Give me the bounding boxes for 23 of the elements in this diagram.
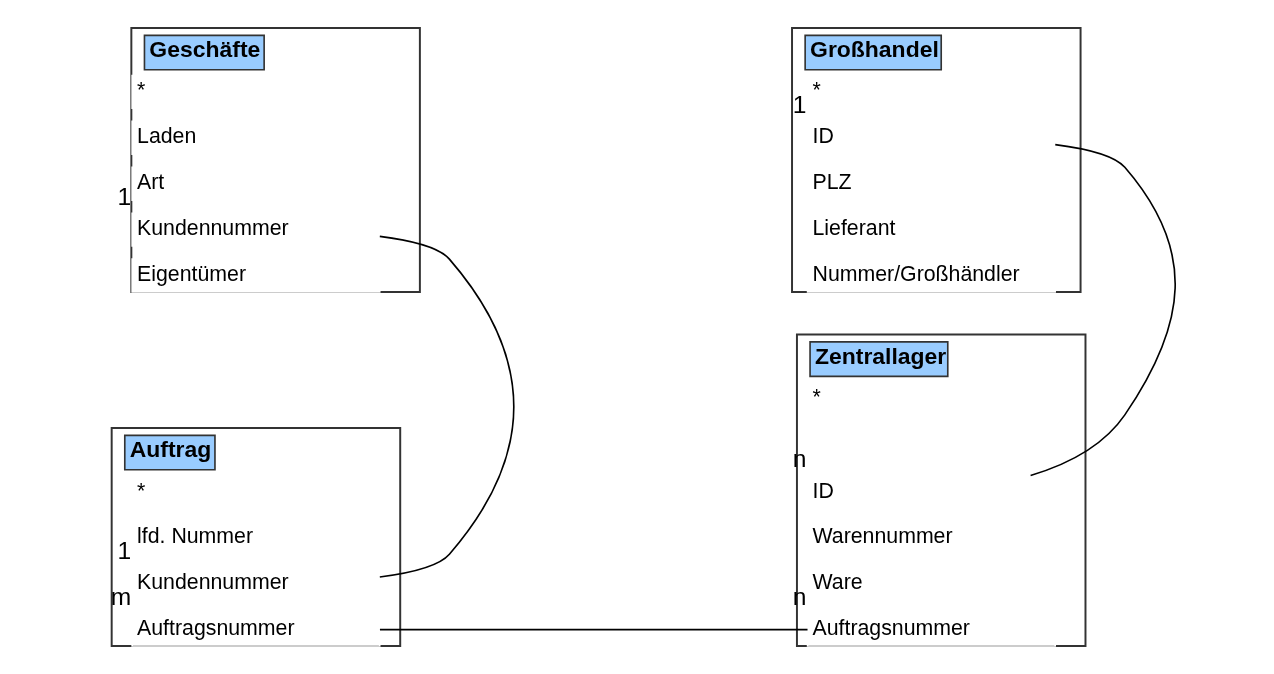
connector [379,628,809,631]
node-text: PLZ [812,170,852,195]
node-box: Eigentümer [131,258,381,293]
node-text: Art [137,170,165,195]
node-text: ID [812,478,834,503]
node-text: ID [812,124,834,149]
node-label: m [110,583,132,611]
node-text: * [137,78,146,103]
node-text: * [812,385,821,410]
node-text: Kundennummer [137,570,289,595]
node-text: * [812,78,821,103]
node-text: * [137,478,146,503]
node-text: Laden [137,124,197,149]
node-label: 1 [117,183,132,211]
connector [379,235,515,578]
node-text: Ware [812,570,863,595]
node-label: 1 [792,91,807,119]
node-label: 1 [117,537,132,565]
node-text: lfd. Nummer [137,524,254,549]
node-text: Kundennummer [137,216,289,241]
connector [1029,143,1176,477]
node-text: Warennummer [812,524,953,549]
node-text: Lieferant [812,216,896,241]
